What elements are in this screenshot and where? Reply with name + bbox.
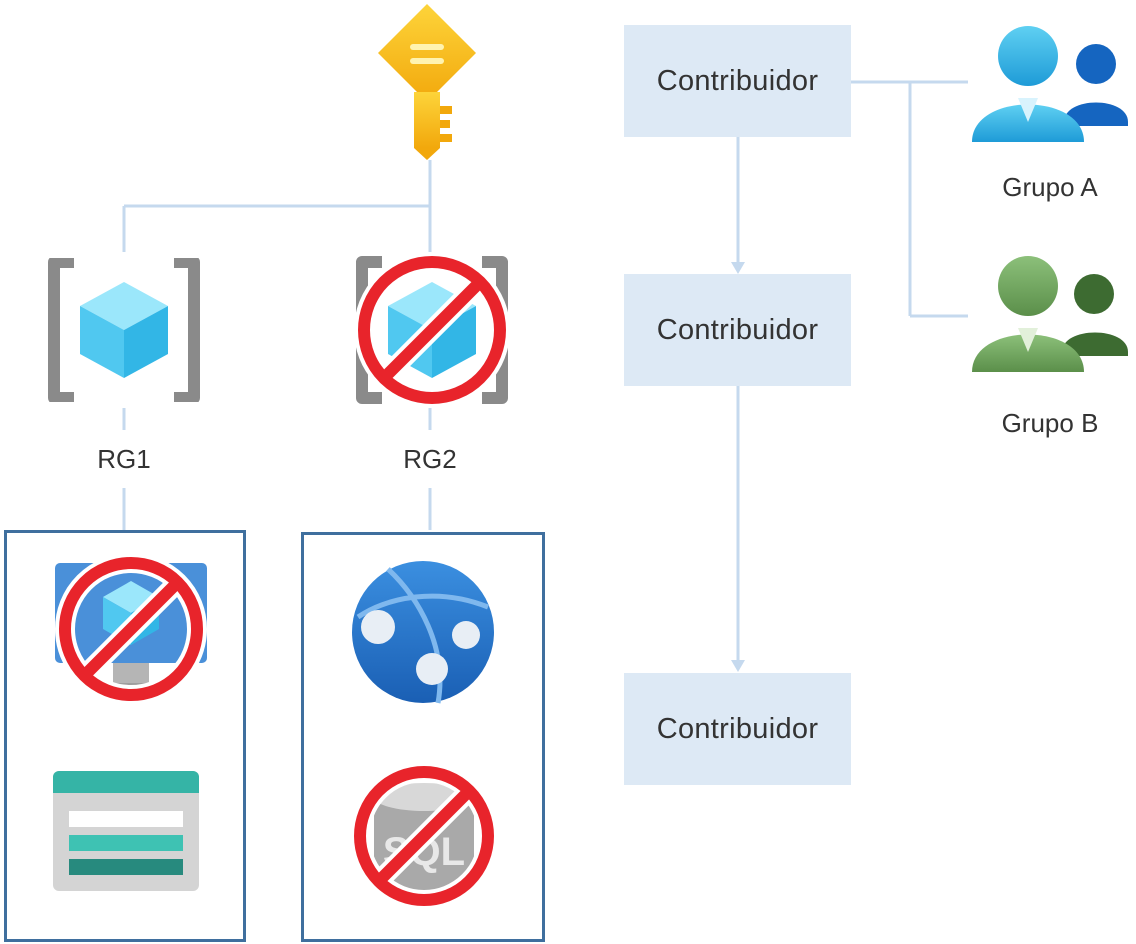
user-group-icon <box>972 26 1128 142</box>
rg1-resources <box>4 530 246 942</box>
deny-icon <box>354 254 510 406</box>
key-icon <box>378 4 476 160</box>
role-assignment-box: Contribuidor <box>624 673 851 785</box>
deny-icon <box>55 553 207 705</box>
role-label: Contribuidor <box>656 313 819 346</box>
role-label: Contribuidor <box>656 64 819 97</box>
resource-group-icon <box>48 258 200 402</box>
storage-account-icon <box>53 771 199 891</box>
deny-icon <box>350 762 498 910</box>
role-label: Contribuidor <box>656 712 819 745</box>
role-assignment-box: Contribuidor <box>624 25 851 137</box>
app-service-icon <box>352 561 494 704</box>
resource-group-label: RG1 <box>97 444 151 474</box>
group-label: Grupo A <box>1002 172 1098 202</box>
rg2-resources: SQL <box>301 532 545 942</box>
resource-group-label: RG2 <box>403 444 457 474</box>
user-group-icon <box>972 256 1128 372</box>
group-label: Grupo B <box>1001 408 1099 438</box>
role-assignment-box: Contribuidor <box>624 274 851 386</box>
